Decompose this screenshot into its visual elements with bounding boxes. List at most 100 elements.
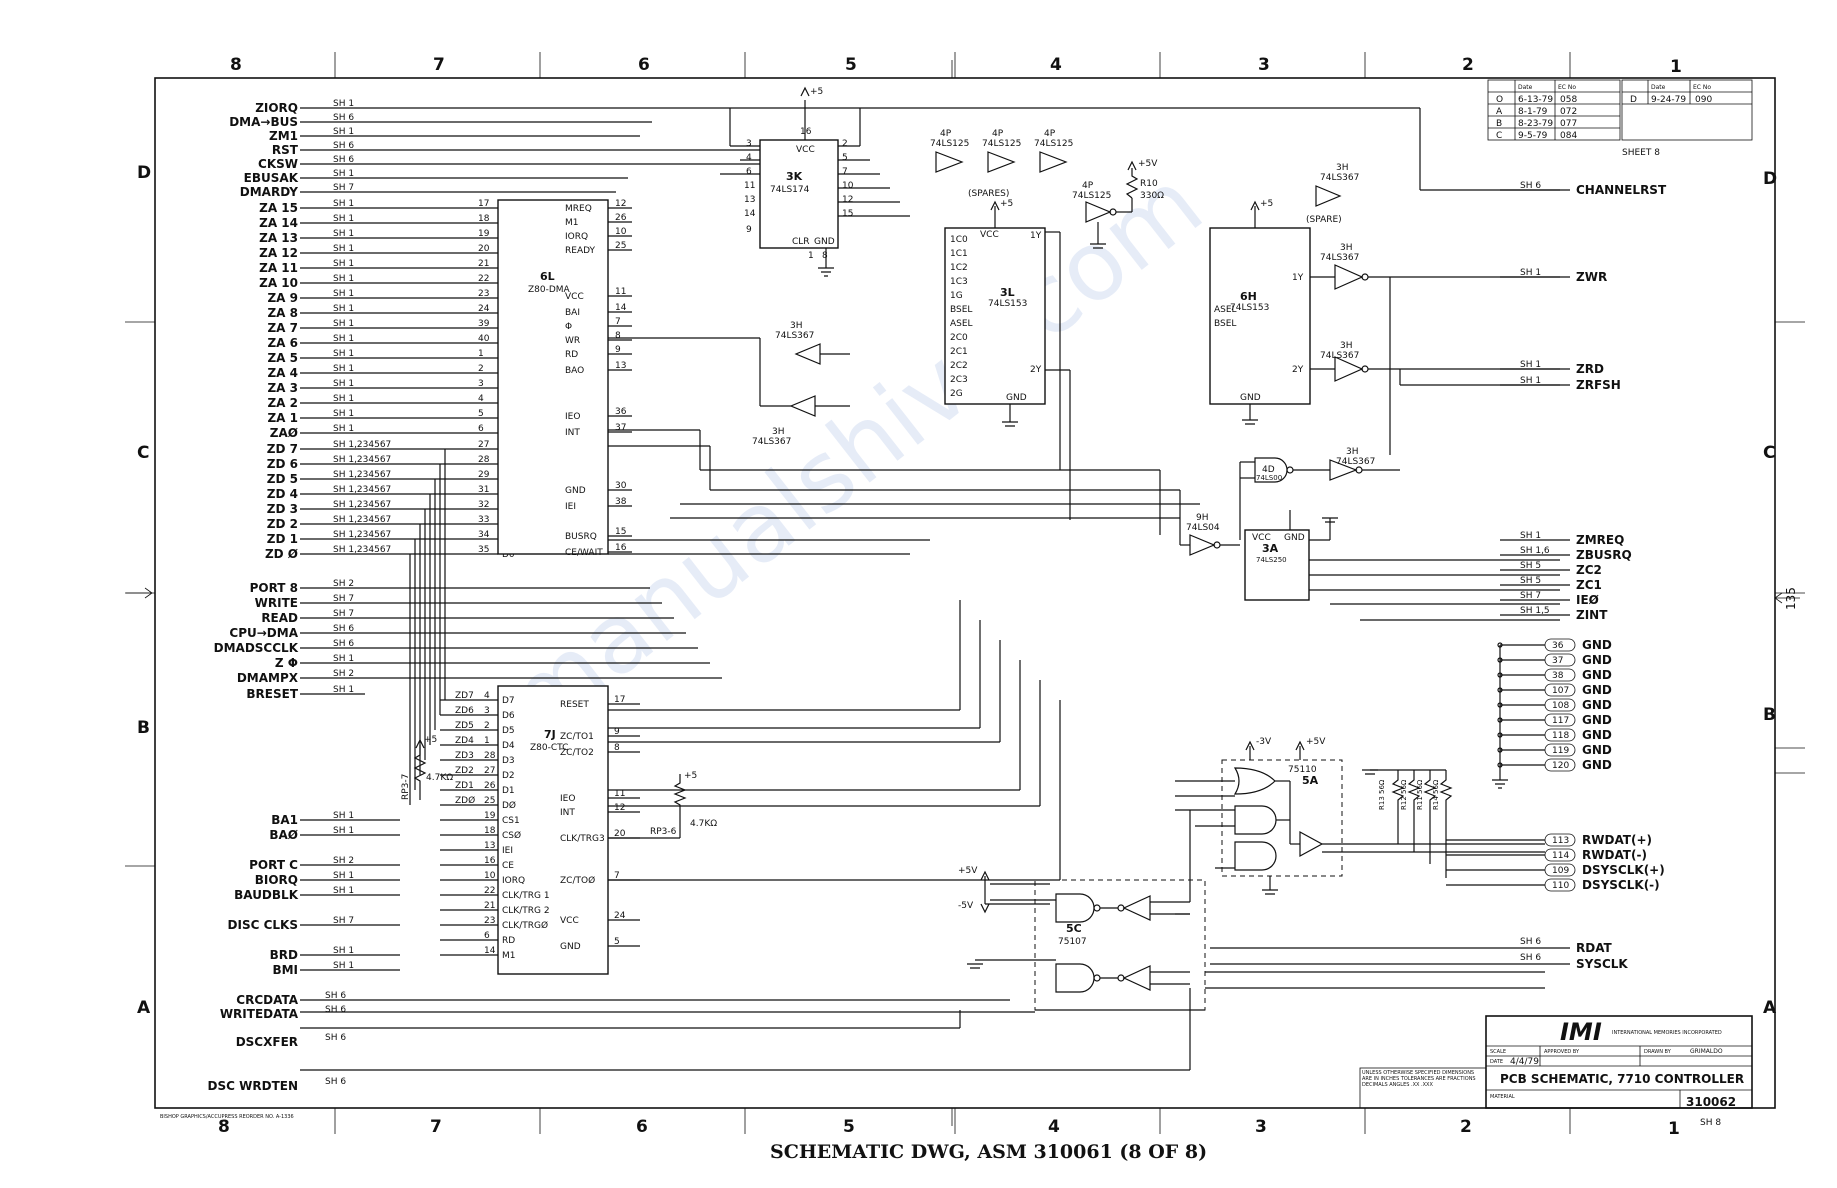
zone-label: 7 xyxy=(433,55,445,75)
svg-text:CKSW: CKSW xyxy=(258,157,298,171)
pin-number: 25 xyxy=(484,796,495,806)
sheet-ref: SH 1,6 xyxy=(1520,546,1550,556)
row-label: D xyxy=(1763,169,1777,189)
svg-text:ASEL: ASEL xyxy=(950,319,973,329)
address-line: ZA 5SH 11A5 xyxy=(267,349,513,365)
chip-ref: 3K xyxy=(786,170,803,183)
rev-ec: 077 xyxy=(1560,119,1577,129)
svg-text:SH 1: SH 1 xyxy=(333,169,354,179)
chip-ref: 5A xyxy=(1302,774,1319,787)
pin-number: 21 xyxy=(484,901,495,911)
pin-number: 17 xyxy=(614,695,625,705)
sheet-ref: SH 5 xyxy=(1520,561,1541,571)
pin-number: 3 xyxy=(478,379,484,389)
sheet-ref: SH 1 xyxy=(333,214,354,224)
svg-text:2C3: 2C3 xyxy=(950,375,968,385)
chip-type: 74LS250 xyxy=(1256,556,1287,564)
resistor-rp3-7: +5 RP3-7 4.7KΩ xyxy=(401,735,453,800)
connector-label: RWDAT(-) xyxy=(1582,848,1647,862)
row-label: B xyxy=(137,718,150,738)
signal-dmardy: DMARDY SH 7 xyxy=(240,183,616,199)
signal-label: DMADSCCLK xyxy=(214,641,299,655)
svg-text:14: 14 xyxy=(744,209,756,219)
pin-number: 7 xyxy=(615,317,621,327)
signal-label: ZD 3 xyxy=(267,502,298,516)
spares-label: (SPARES) xyxy=(968,189,1009,199)
rev-date: 8-1-79 xyxy=(1518,107,1548,117)
svg-text:SH 1: SH 1 xyxy=(333,127,354,137)
signal-label: BAØ xyxy=(269,828,298,842)
rev-date: 9-5-79 xyxy=(1518,131,1548,141)
pin-number: 2 xyxy=(478,364,484,374)
sheet-ref: SH 1 xyxy=(333,409,354,419)
net-name: ZD1 xyxy=(455,781,474,791)
pin-name: D7 xyxy=(502,696,515,706)
sheet-ref: SH 6 xyxy=(333,639,354,649)
zone-label: 2 xyxy=(1460,1117,1472,1137)
signal-ebusak: EBUSAK SH 1 xyxy=(244,169,628,185)
sheet-ref: SH 1,234567 xyxy=(333,455,391,465)
signal-label: ZA 11 xyxy=(259,261,298,275)
signal-label: ZA 9 xyxy=(267,291,298,305)
pin-number: 36 xyxy=(615,407,627,417)
svg-text:R13 56Ω: R13 56Ω xyxy=(1378,779,1386,810)
pin-number: 28 xyxy=(478,455,490,465)
pin-number: 24 xyxy=(478,304,490,314)
pin-name: IEI xyxy=(502,846,513,856)
svg-text:GND: GND xyxy=(1284,533,1305,543)
pin-number: 4 xyxy=(484,691,490,701)
pin-name: ZC/TO1 xyxy=(560,732,594,742)
address-line: ZA 4SH 12A4 xyxy=(267,364,514,380)
svg-text:SH 6: SH 6 xyxy=(333,155,354,165)
pin-name: CLK/TRG3 xyxy=(560,834,605,844)
pin-number: 17 xyxy=(478,199,489,209)
sheet-ref: SHEET 8 xyxy=(1622,148,1660,158)
sheet-ref: SH 1,234567 xyxy=(333,500,391,510)
pin-number: 39 xyxy=(478,319,490,329)
svg-text:4P: 4P xyxy=(1082,181,1094,191)
signal-dma-bus: DMA→BUS SH 6 xyxy=(229,113,652,129)
signal-label: DSCXFER xyxy=(236,1035,298,1049)
chip-type: 75110 xyxy=(1288,765,1317,775)
svg-text:RP3-7: RP3-7 xyxy=(401,774,411,800)
pin-name: VCC xyxy=(560,916,579,926)
pin-number: 28 xyxy=(484,751,496,761)
svg-text:DMARDY: DMARDY xyxy=(240,185,299,199)
zone-label: 4 xyxy=(1050,55,1062,75)
chip-type: 74LS153 xyxy=(988,299,1027,309)
signal-label: PORT C xyxy=(249,858,298,872)
pin-number: 18 xyxy=(484,826,496,836)
resistor-rp3-6: +5 RP3-6 4.7KΩ xyxy=(608,771,717,839)
net-name: ZDØ xyxy=(455,795,475,806)
signal-label: BIORQ xyxy=(255,873,298,887)
pin-number: 26 xyxy=(484,781,496,791)
pin-number: 34 xyxy=(478,530,490,540)
zone-label: 5 xyxy=(845,55,857,75)
pin-number: 4 xyxy=(478,394,484,404)
svg-text:74LS125: 74LS125 xyxy=(930,139,969,149)
pin-number: 15 xyxy=(615,527,626,537)
svg-text:1G: 1G xyxy=(950,291,963,301)
svg-text:3H: 3H xyxy=(1346,447,1359,457)
connector-label: GND xyxy=(1582,713,1612,727)
sheet-ref: SH 2 xyxy=(333,579,354,589)
connector-label: GND xyxy=(1582,758,1612,772)
svg-text:2: 2 xyxy=(842,139,848,149)
svg-text:13: 13 xyxy=(744,195,755,205)
pin-number: 29 xyxy=(478,470,490,480)
address-line: ZA 3SH 13A3 xyxy=(267,379,513,395)
